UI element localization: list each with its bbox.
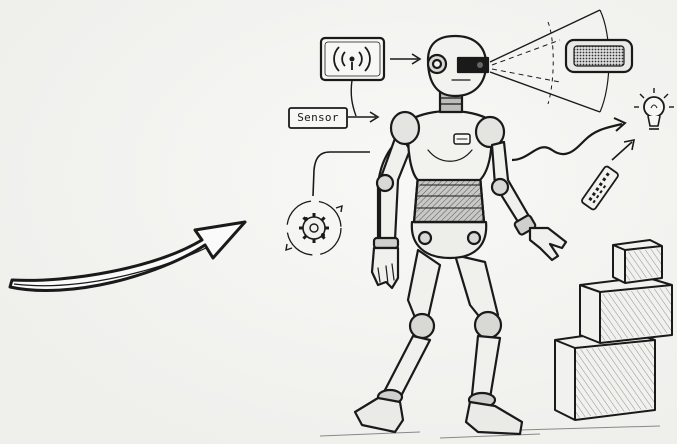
wireless-signal-icon [321,38,384,80]
remote-control-icon [581,165,619,210]
gear-cycle-icon [286,201,342,255]
sensor-label: Sensor [290,109,346,127]
stacked-boxes-icon [555,240,672,420]
curved-arrow-icon [10,222,245,291]
humanoid-robot [355,36,566,434]
lightbulb-icon [634,88,674,129]
display-panel-icon [566,40,632,72]
